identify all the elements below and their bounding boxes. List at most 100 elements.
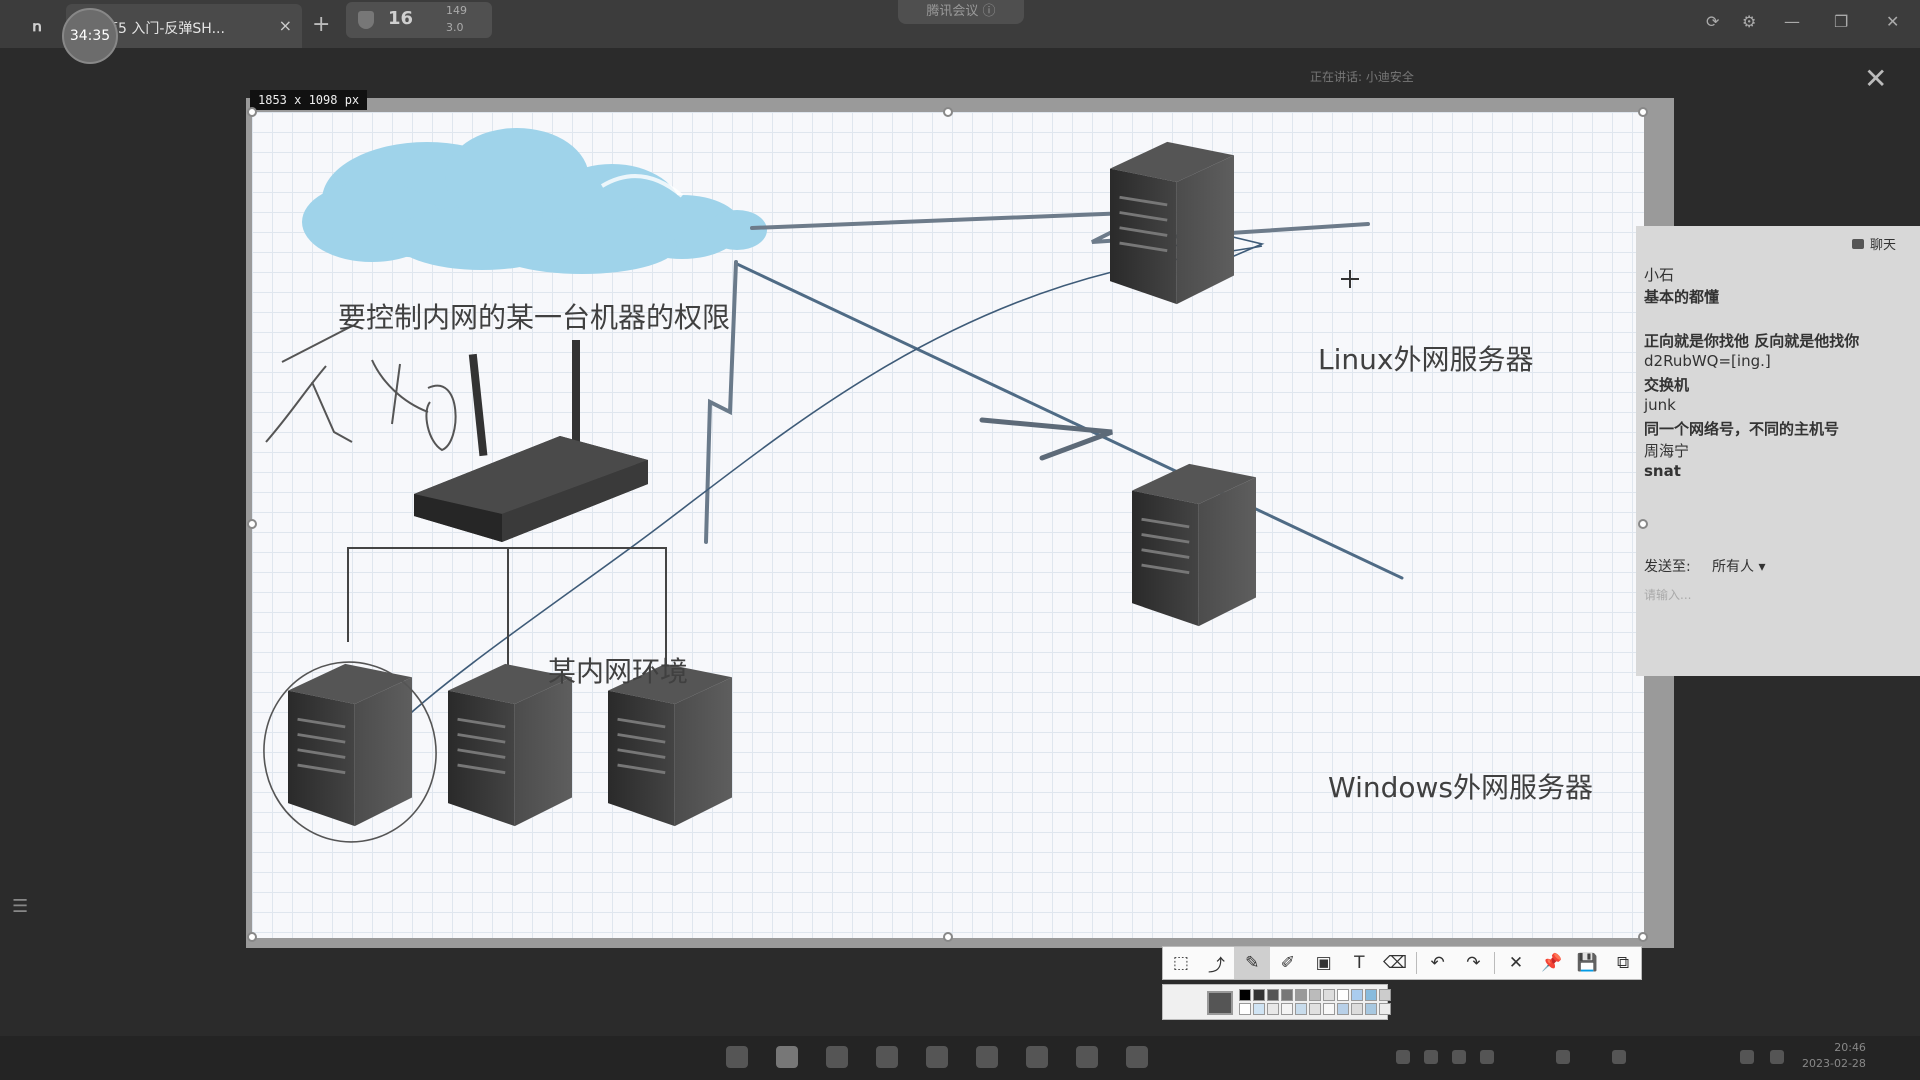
app-icon-6[interactable] xyxy=(1026,1046,1048,1068)
color-swatch[interactable] xyxy=(1253,1003,1265,1015)
refresh-icon[interactable]: ⟳ xyxy=(1706,12,1720,31)
lan-connection-lines xyxy=(347,547,667,672)
send-to-select[interactable]: 所有人 ▾ xyxy=(1712,559,1766,575)
close-tool-icon[interactable]: ✕ xyxy=(1508,953,1524,973)
volume-icon[interactable] xyxy=(1770,1050,1784,1064)
chat-message: 小石 xyxy=(1644,266,1675,284)
resize-handle-r[interactable] xyxy=(1638,519,1648,529)
minimize-button[interactable]: — xyxy=(1784,12,1800,31)
network-icon[interactable] xyxy=(1740,1050,1754,1064)
app-logo-icon[interactable]: ₙ xyxy=(32,10,42,37)
send-to-label: 发送至: xyxy=(1644,559,1691,575)
resize-handle-br[interactable] xyxy=(1638,932,1648,942)
close-window-button[interactable]: ✕ xyxy=(1886,12,1900,31)
meeting-indicator[interactable]: 腾讯会议 ⓘ xyxy=(898,0,1024,24)
color-palette xyxy=(1162,984,1391,1020)
app-icon-8[interactable] xyxy=(1126,1046,1148,1068)
app-icon-2[interactable] xyxy=(826,1046,848,1068)
new-tab-button[interactable]: + xyxy=(312,12,331,37)
tray-icon-3[interactable] xyxy=(1452,1050,1466,1064)
diagram-drawing xyxy=(263,128,1404,843)
speaking-indicator: 正在讲话: 小迪安全 xyxy=(1310,70,1414,84)
redo-tool-icon[interactable]: ↷ xyxy=(1466,953,1481,973)
cloud-icon xyxy=(302,128,767,274)
tray-icon-2[interactable] xyxy=(1424,1050,1438,1064)
color-swatch[interactable] xyxy=(1351,989,1363,1001)
windows-server-icon xyxy=(1132,462,1256,628)
chat-input[interactable]: 请输入... xyxy=(1644,588,1692,602)
settings-icon[interactable]: ⚙ xyxy=(1742,12,1757,31)
color-swatch[interactable] xyxy=(1267,989,1279,1001)
network-up: 149 xyxy=(446,4,467,17)
tray-icon-6[interactable] xyxy=(1612,1050,1626,1064)
color-swatch[interactable] xyxy=(1295,989,1307,1001)
tray-icon-4[interactable] xyxy=(1480,1050,1494,1064)
color-swatch[interactable] xyxy=(1379,989,1391,1001)
resize-handle-l[interactable] xyxy=(247,519,257,529)
resize-handle-tr[interactable] xyxy=(1638,107,1648,117)
app-icon-5[interactable] xyxy=(976,1046,998,1068)
color-swatch[interactable] xyxy=(1379,1003,1391,1015)
chat-icon xyxy=(1851,239,1864,249)
app-icon-4[interactable] xyxy=(926,1046,948,1068)
color-swatch[interactable] xyxy=(1281,989,1293,1001)
close-share-icon[interactable]: ✕ xyxy=(1864,62,1888,95)
resize-handle-bl[interactable] xyxy=(247,932,257,942)
resize-handle-b[interactable] xyxy=(943,932,953,942)
color-swatch[interactable] xyxy=(1239,1003,1251,1015)
performance-meter[interactable]: 16 149 3.0 xyxy=(346,2,492,38)
save-tool-icon[interactable]: 💾 xyxy=(1576,953,1598,973)
hand-drawn-circle xyxy=(263,661,437,843)
color-swatch[interactable] xyxy=(1253,989,1265,1001)
resize-handle-tl[interactable] xyxy=(247,107,257,117)
color-swatch[interactable] xyxy=(1309,1003,1321,1015)
color-swatch[interactable] xyxy=(1295,1003,1307,1015)
current-color-swatch[interactable] xyxy=(1207,991,1233,1015)
tab-close-icon[interactable]: × xyxy=(278,16,292,35)
undo-tool-icon[interactable]: ↶ xyxy=(1430,953,1445,973)
resize-handle-t[interactable] xyxy=(943,107,953,117)
maximize-button[interactable]: ❐ xyxy=(1834,12,1849,31)
highlighter-tool-icon[interactable]: ✐ xyxy=(1280,953,1296,973)
color-swatch[interactable] xyxy=(1365,989,1377,1001)
lan-server-1-icon xyxy=(288,662,412,828)
clock[interactable]: 20:46 2023-02-28 xyxy=(1802,1040,1866,1072)
color-swatch[interactable] xyxy=(1281,1003,1293,1015)
recording-timer-avatar[interactable]: 34:35 xyxy=(62,8,118,64)
color-swatch[interactable] xyxy=(1351,1003,1363,1015)
tray-icon-5[interactable] xyxy=(1556,1050,1570,1064)
windows-server-label: Windows外网服务器 xyxy=(1328,771,1593,804)
pin-tool-icon[interactable]: 📌 xyxy=(1541,953,1563,973)
color-swatch[interactable] xyxy=(1323,1003,1335,1015)
app-icon-7[interactable] xyxy=(1076,1046,1098,1068)
task-view-icon[interactable] xyxy=(726,1046,748,1068)
mosaic-tool-icon[interactable]: ▣ xyxy=(1315,953,1332,973)
handwriting-scribble xyxy=(265,325,457,452)
app-icon-3[interactable] xyxy=(876,1046,898,1068)
line-tool-icon[interactable]: ⤴ xyxy=(1208,955,1226,976)
text-tool-icon[interactable]: T xyxy=(1354,953,1365,973)
color-swatch[interactable] xyxy=(1365,1003,1377,1015)
color-swatch[interactable] xyxy=(1239,989,1251,1001)
linux-server-label: Linux外网服务器 xyxy=(1318,343,1534,376)
crosshair-cursor-icon xyxy=(1341,270,1359,288)
tray-icon-1[interactable] xyxy=(1396,1050,1410,1064)
rect-tool-icon[interactable]: ⬚ xyxy=(1172,953,1189,973)
copy-tool-icon[interactable]: ⧉ xyxy=(1616,953,1630,973)
app-icon-1[interactable] xyxy=(776,1046,798,1068)
pen-tool-icon[interactable]: ✎ xyxy=(1234,947,1271,979)
color-swatch[interactable] xyxy=(1267,1003,1279,1015)
chat-message: junk xyxy=(1644,396,1676,414)
network-link-lines xyxy=(704,210,1404,580)
menu-icon[interactable]: ☰ xyxy=(12,896,29,917)
color-swatch[interactable] xyxy=(1337,1003,1349,1015)
diagram-title-text: 要控制内网的某一台机器的权限 xyxy=(338,301,731,334)
eraser-tool-icon[interactable]: ⌫ xyxy=(1382,953,1407,973)
chat-message: 同一个网络号，不同的主机号 xyxy=(1644,420,1840,438)
color-swatch[interactable] xyxy=(1309,989,1321,1001)
chat-message: snat xyxy=(1644,462,1681,480)
whiteboard-canvas[interactable]: 要控制内网的某一台机器的权限 某内网环境 Linux外网服务器 Windows外… xyxy=(252,112,1644,938)
color-swatch[interactable] xyxy=(1323,989,1335,1001)
clock-date: 2023-02-28 xyxy=(1802,1057,1866,1070)
color-swatch[interactable] xyxy=(1337,989,1349,1001)
